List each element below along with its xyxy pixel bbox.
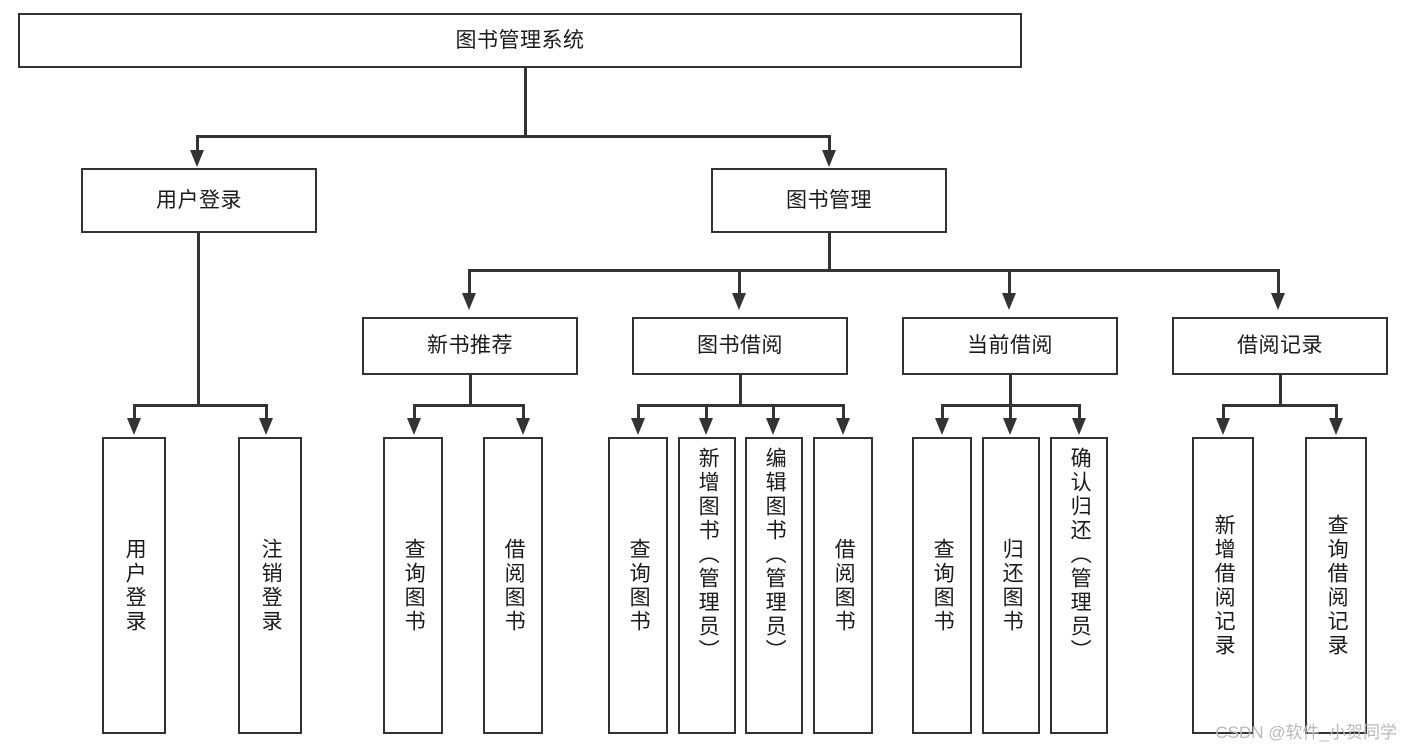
leaf-add-book-admin[interactable]: 新增图书（管理员） [678,437,736,734]
leaf-edit-book-admin[interactable]: 编辑图书（管理员） [745,437,803,734]
leaf-borrow-book-borrow[interactable]: 借阅图书 [813,437,873,734]
connector-records-drop-1 [1222,404,1225,420]
connector-level3-bus [468,269,1280,272]
leaf-query-book-borrow-label: 查询图书 [627,537,651,634]
connector-level2-bus [196,135,831,138]
arrow-leaf-add-book [699,418,713,435]
leaf-logout[interactable]: 注销登录 [238,437,302,734]
leaf-query-borrow-record[interactable]: 查询借阅记录 [1305,437,1367,734]
arrow-level2-1 [190,150,204,167]
node-root-label: 图书管理系统 [455,28,585,52]
node-root[interactable]: 图书管理系统 [18,13,1022,68]
connector-borrow-drop-1 [637,404,640,420]
arrow-leaf-add-record [1216,418,1230,435]
connector-recommend-drop-1 [413,404,416,420]
node-book-management[interactable]: 图书管理 [711,168,947,233]
connector-records-stem [1279,375,1282,406]
node-new-book-recommend[interactable]: 新书推荐 [362,317,578,375]
leaf-confirm-return-admin-label: 确认归还（管理员） [1068,447,1092,663]
connector-userlogin-drop-2 [265,404,268,420]
leaf-borrow-book-borrow-label: 借阅图书 [832,537,856,634]
connector-borrow-drop-3 [772,404,775,420]
connector-root-stem [524,68,527,137]
connector-level3-drop-1 [468,269,471,297]
arrow-leaf-query-record [1329,418,1343,435]
connector-recommend-stem [469,375,472,406]
leaf-borrow-book-recommend-label: 借阅图书 [502,537,526,634]
node-current-borrow[interactable]: 当前借阅 [902,317,1118,375]
connector-level3-drop-3 [1008,269,1011,297]
connector-level2-drop-1 [196,135,199,153]
node-borrow-records[interactable]: 借阅记录 [1172,317,1388,375]
node-book-management-label: 图书管理 [786,188,872,212]
connector-recommend-bus [413,404,525,407]
leaf-query-book-current[interactable]: 查询图书 [912,437,972,734]
arrow-level2-2 [822,150,836,167]
leaf-borrow-book-recommend[interactable]: 借阅图书 [483,437,543,734]
connector-recommend-drop-2 [522,404,525,420]
leaf-edit-book-admin-label: 编辑图书（管理员） [763,447,787,663]
connector-current-stem [1009,375,1012,406]
leaf-query-book-current-label: 查询图书 [931,537,955,634]
leaf-query-book-recommend[interactable]: 查询图书 [383,437,443,734]
connector-records-bus [1222,404,1338,407]
connector-borrow-stem [739,375,742,406]
node-user-login-label: 用户登录 [156,188,242,212]
connector-borrow-bus [637,404,845,407]
arrow-leaf-logout [259,418,273,435]
connector-userlogin-stem [197,233,200,406]
arrow-leaf-return-book [1003,418,1017,435]
connector-level2-drop-2 [828,135,831,153]
leaf-user-login[interactable]: 用户登录 [102,437,166,734]
node-book-borrow-label: 图书借阅 [697,334,783,358]
connector-borrow-drop-2 [705,404,708,420]
node-borrow-records-label: 借阅记录 [1237,334,1323,358]
arrow-leaf-query-book-3 [935,418,949,435]
arrow-level3-4 [1271,293,1285,310]
arrow-leaf-query-book-1 [407,418,421,435]
connector-userlogin-drop-1 [133,404,136,420]
connector-current-drop-2 [1009,404,1012,420]
connector-current-drop-1 [941,404,944,420]
node-new-book-recommend-label: 新书推荐 [427,334,513,358]
connector-borrow-drop-4 [842,404,845,420]
leaf-query-book-recommend-label: 查询图书 [402,537,426,634]
arrow-leaf-borrow-book-2 [836,418,850,435]
arrow-level3-3 [1002,293,1016,310]
arrow-leaf-confirm-return [1072,418,1086,435]
arrow-leaf-query-book-2 [631,418,645,435]
leaf-return-book[interactable]: 归还图书 [982,437,1040,734]
leaf-add-book-admin-label: 新增图书（管理员） [696,447,720,663]
leaf-confirm-return-admin[interactable]: 确认归还（管理员） [1050,437,1108,734]
watermark-text: CSDN @软件_小贺同学 [1215,723,1397,742]
arrow-leaf-borrow-book-1 [516,418,530,435]
connector-level3-drop-2 [738,269,741,297]
arrow-leaf-user-login [127,418,141,435]
leaf-query-book-borrow[interactable]: 查询图书 [608,437,668,734]
connector-level3-drop-4 [1277,269,1280,297]
node-user-login[interactable]: 用户登录 [81,168,317,233]
connector-records-drop-2 [1335,404,1338,420]
leaf-logout-label: 注销登录 [259,537,283,634]
leaf-user-login-label: 用户登录 [123,537,147,634]
arrow-level3-1 [462,293,476,310]
node-current-borrow-label: 当前借阅 [967,334,1053,358]
arrow-level3-2 [732,293,746,310]
leaf-query-borrow-record-label: 查询借阅记录 [1325,513,1349,658]
arrow-leaf-edit-book [766,418,780,435]
connector-current-drop-3 [1078,404,1081,420]
node-book-borrow[interactable]: 图书借阅 [632,317,848,375]
leaf-add-borrow-record[interactable]: 新增借阅记录 [1192,437,1254,734]
leaf-add-borrow-record-label: 新增借阅记录 [1212,513,1236,658]
leaf-return-book-label: 归还图书 [1000,537,1024,634]
connector-userlogin-bus [133,404,268,407]
connector-bookmgmt-stem [828,233,831,271]
